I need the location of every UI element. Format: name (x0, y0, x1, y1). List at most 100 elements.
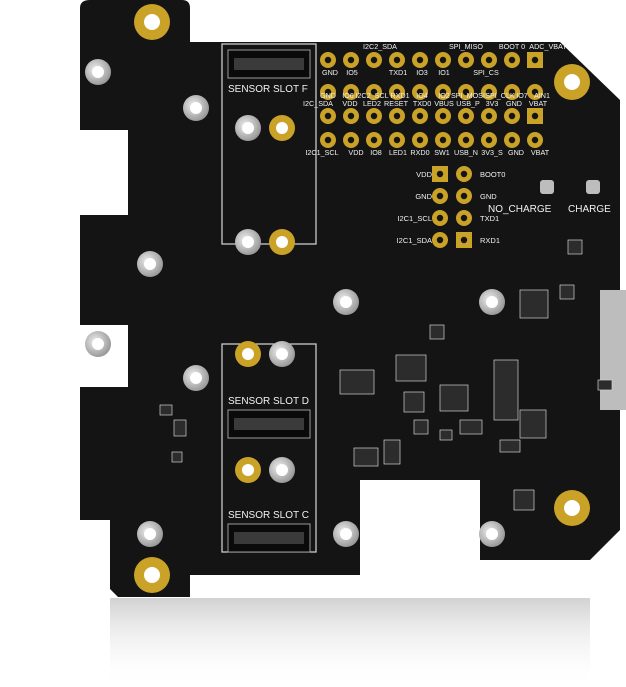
header-pin-hole (439, 88, 447, 96)
header-pin-hole (324, 112, 332, 120)
header-pin-hole (416, 88, 424, 96)
small-header-left-label: I2C1_SDA (397, 236, 432, 245)
header-pin-hole (462, 56, 470, 64)
header-label: RXD1 (390, 91, 409, 100)
header-label: GND (320, 91, 336, 100)
header-label: VDD (348, 148, 363, 157)
header-label: SPI_MISO (449, 42, 483, 51)
header-label: GND (322, 68, 338, 77)
header-label: SPI_CLK (485, 91, 515, 100)
header-pin-hole (508, 112, 516, 120)
header-pin-hole (508, 56, 516, 64)
smd-components (159, 239, 613, 511)
sensor-slot-f-label: SENSOR SLOT F (228, 84, 308, 95)
header-pin-hole (347, 136, 355, 144)
sensor-slot-d-label: SENSOR SLOT D (228, 396, 309, 407)
header-label: I2C2_SDA (363, 42, 397, 51)
header-pin-hole (531, 136, 539, 144)
small-header-left-label: GND (415, 192, 432, 201)
silver-mounting-holes (85, 59, 505, 547)
header-label: IO6 (342, 91, 354, 100)
header-pin-hole (416, 136, 424, 144)
header-pin-hole (462, 112, 470, 120)
header-pin-hole (439, 112, 447, 120)
header-label: VDD (342, 99, 357, 108)
header-label: VBAT (529, 99, 548, 108)
header-pin-hole (416, 56, 424, 64)
charge-label: CHARGE (568, 204, 611, 215)
header-label: IO2 (438, 91, 450, 100)
header-pin-hole (370, 56, 378, 64)
header-pin-hole (324, 88, 332, 96)
small-header-left-label: VDD (416, 170, 432, 179)
header-pin-hole (485, 56, 493, 64)
header-pin-hole (324, 136, 332, 144)
header-label: LED2 (363, 99, 381, 108)
header-label: SPI_CS (473, 68, 499, 77)
header-pin-hole (439, 56, 447, 64)
usb-connector (600, 290, 626, 410)
small-header-pin-hole (460, 236, 468, 244)
small-header-right-label: TXD1 (480, 214, 499, 223)
header-pin-hole (347, 112, 355, 120)
header-label: RXD0 (410, 148, 429, 157)
header-pin-hole (416, 112, 424, 120)
header-pin-hole (347, 88, 355, 96)
small-header-pin-hole (436, 214, 444, 222)
header-label: RESET (384, 99, 409, 108)
header-pin-hole (531, 56, 539, 64)
small-header-right-label: BOOT0 (480, 170, 505, 179)
sensor-slot-d: SENSOR SLOT D SENSOR SLOT C (221, 343, 317, 553)
header-pin-hole (439, 136, 447, 144)
header-pin-hole (462, 88, 470, 96)
header-label: USB_P (456, 99, 480, 108)
header-pin-hole (485, 112, 493, 120)
header-label: TXD0 (413, 99, 431, 108)
header-label: I2C1_SCL (305, 148, 338, 157)
small-header-pin-hole (436, 170, 444, 178)
header-label: USB_N (454, 148, 478, 157)
header-label: LED1 (389, 148, 407, 157)
header-label: SW1 (434, 148, 450, 157)
header-pin-hole (347, 56, 355, 64)
header-pin-hole (393, 88, 401, 96)
header-label: 3V3_S (481, 148, 503, 157)
header-pin-hole (462, 136, 470, 144)
header-label: VBUS (434, 99, 454, 108)
header-pin-grid (320, 52, 543, 148)
header-pin-hole (485, 136, 493, 144)
header-label: BOOT 0 (499, 42, 525, 51)
small-header-pin-hole (460, 192, 468, 200)
small-header-right-label: RXD1 (480, 236, 500, 245)
board-reflection (110, 598, 590, 687)
header-label: IO4 (416, 91, 428, 100)
header-label: 3V3 (486, 99, 499, 108)
header-label: AIN1 (534, 91, 550, 100)
sensor-slot-f: SENSOR SLOT F (221, 43, 317, 245)
header-label: IO8 (370, 148, 382, 157)
header-label: IO1 (438, 68, 450, 77)
header-pin-hole (485, 88, 493, 96)
status-leds: NO_CHARGE CHARGE (488, 180, 611, 215)
header-pin-hole (393, 136, 401, 144)
header-label: SPI_MOSI (451, 91, 485, 100)
header-pin-hole (324, 56, 332, 64)
header-pin-hole (370, 88, 378, 96)
header-pin-hole (531, 88, 539, 96)
gold-sensor-pins (235, 115, 295, 483)
no-charge-label: NO_CHARGE (488, 204, 552, 215)
header-label: GND (506, 99, 522, 108)
header-label: GND (508, 148, 524, 157)
header-pin-hole (370, 136, 378, 144)
header-label: VBAT (531, 148, 550, 157)
header-pin-hole (393, 56, 401, 64)
small-header-right-label: GND (480, 192, 497, 201)
header-label: I2C2_SCL (355, 91, 388, 100)
header-label: IO7 (516, 91, 528, 100)
header-pin-hole (508, 136, 516, 144)
header-pin-hole (508, 88, 516, 96)
header-pin-hole (393, 112, 401, 120)
